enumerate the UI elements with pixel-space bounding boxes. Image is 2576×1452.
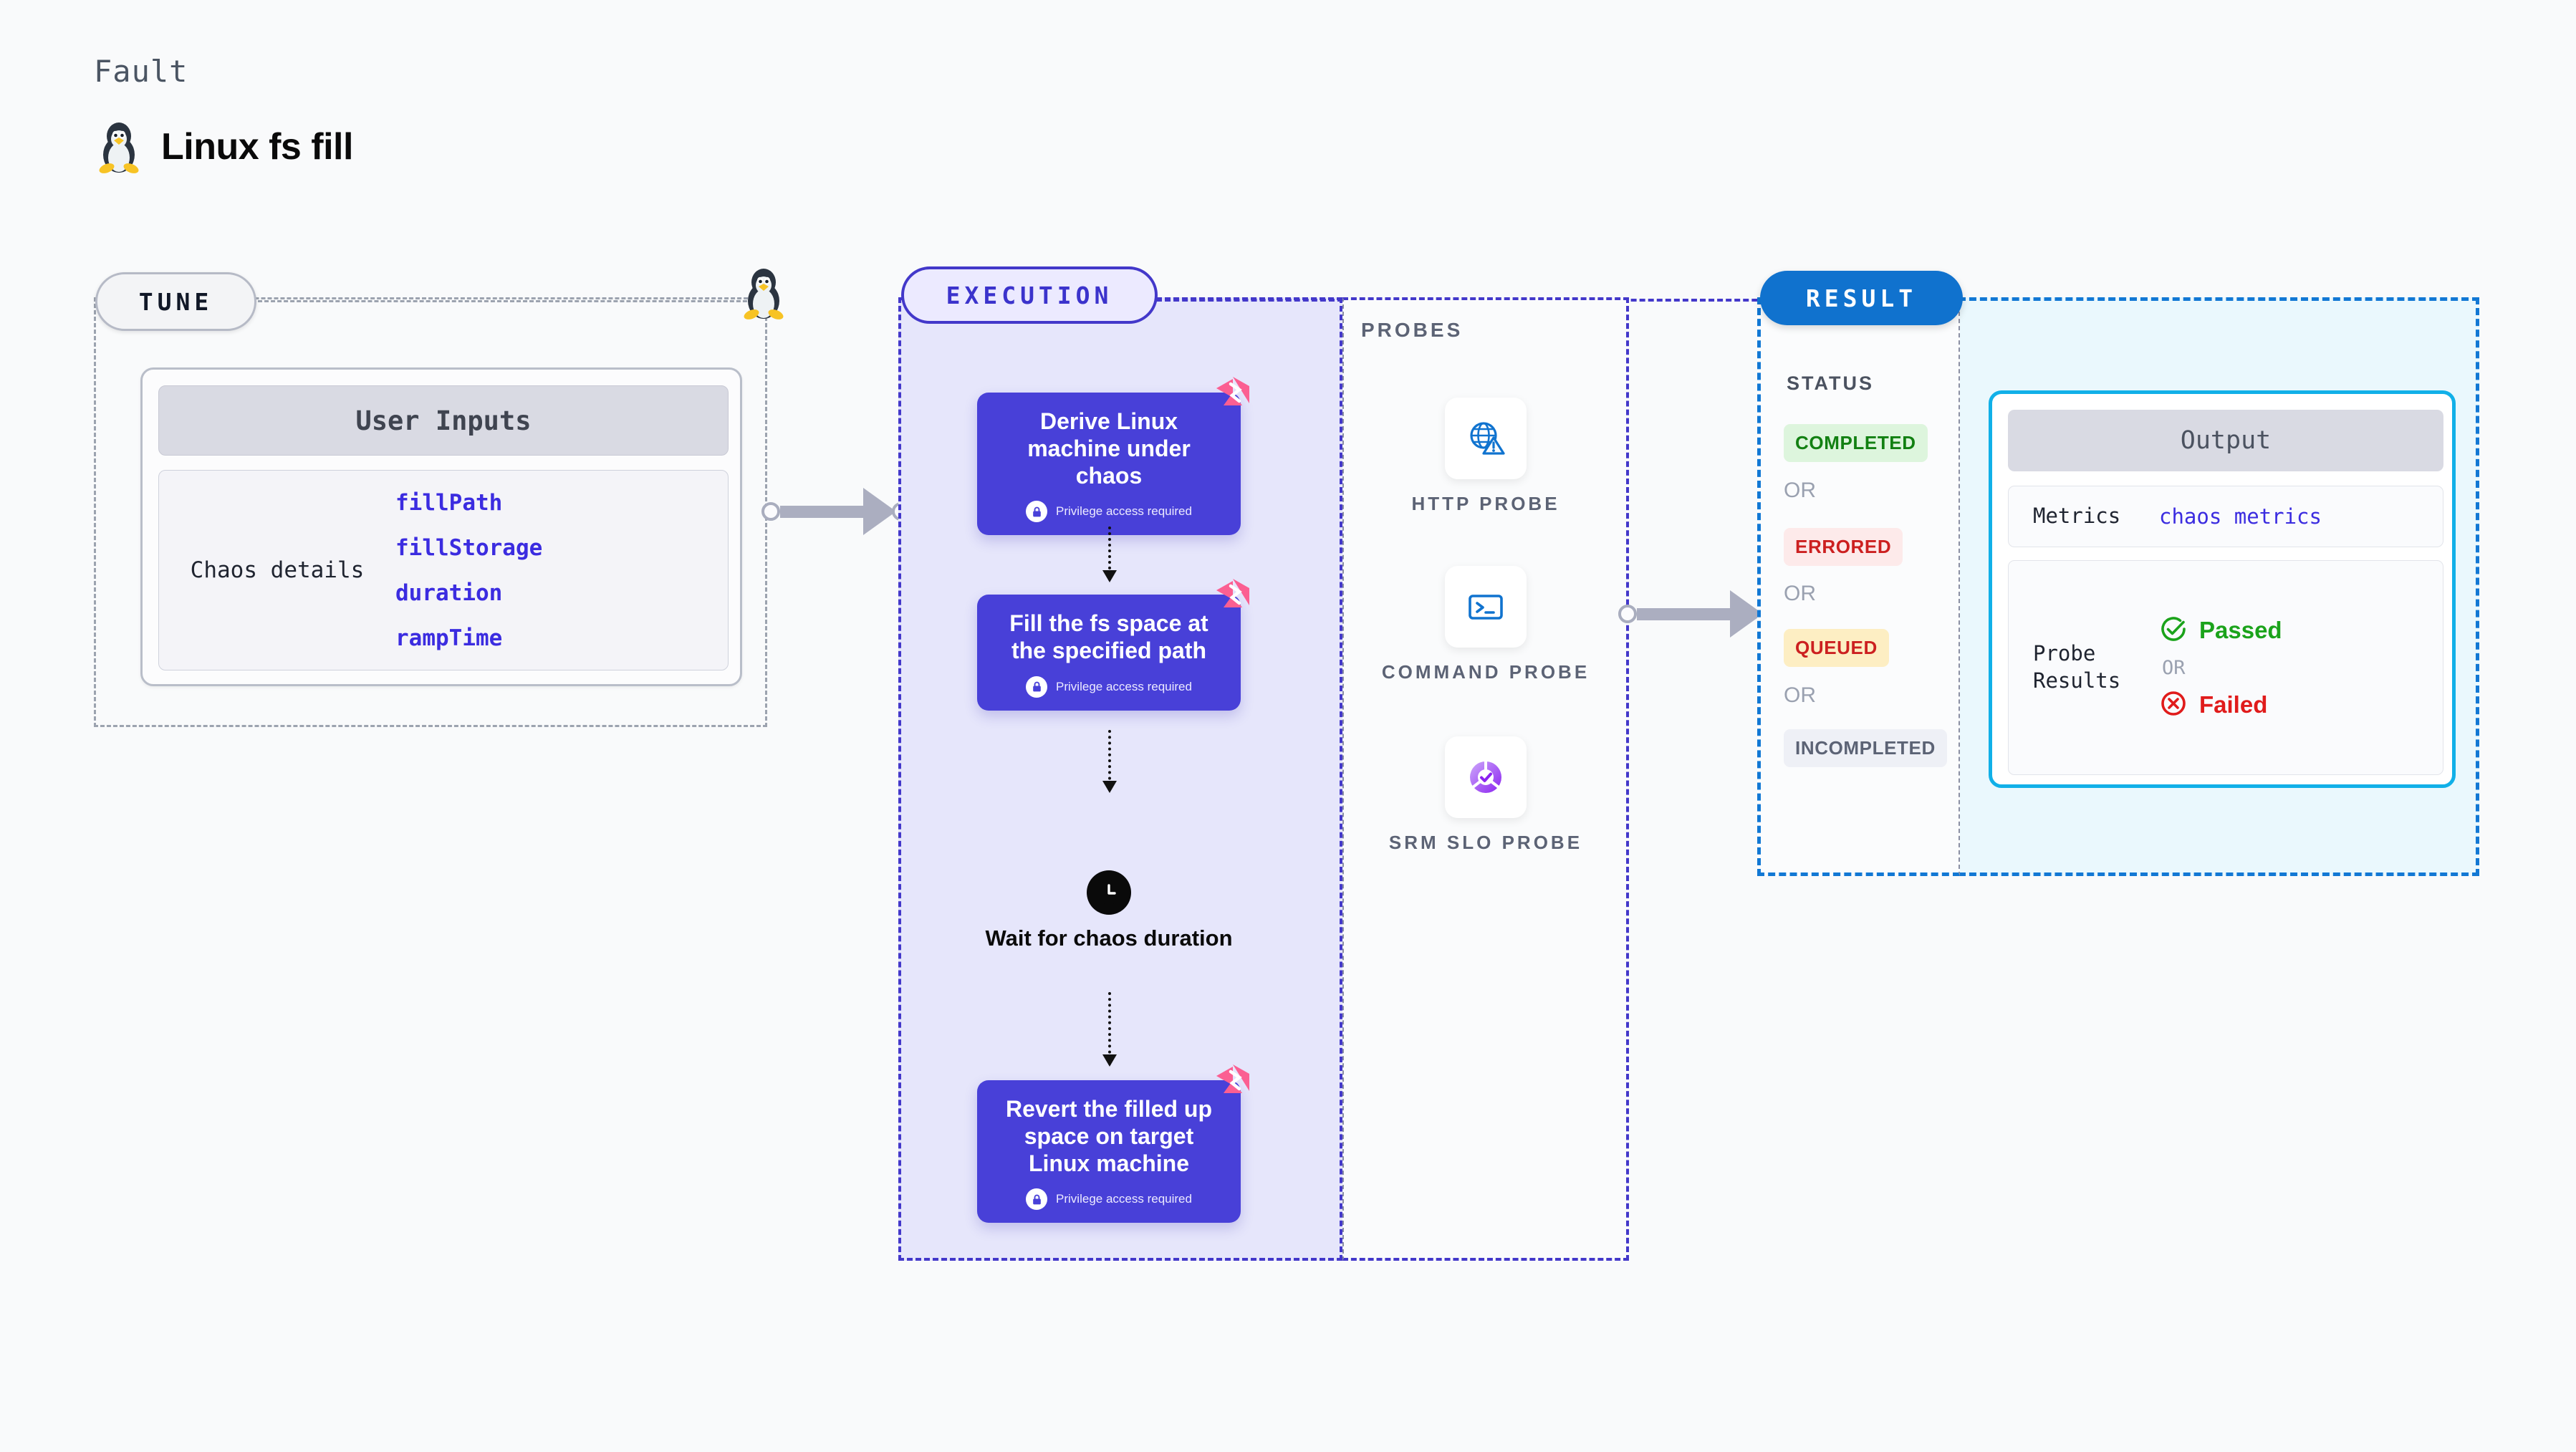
linux-tux-icon [741, 266, 787, 323]
lock-icon [1026, 1188, 1048, 1211]
litmus-logo-icon [1213, 1062, 1252, 1104]
execution-badge[interactable]: EXECUTION [901, 266, 1158, 324]
connector-line [780, 505, 863, 518]
user-inputs-title: User Inputs [158, 385, 729, 456]
slo-donut-check-icon [1445, 736, 1527, 818]
check-circle-icon [2159, 615, 2188, 647]
litmus-logo-icon [1213, 576, 1252, 618]
result-status-region [1757, 297, 1960, 876]
output-card: Output Metrics chaos metrics Probe Resul… [1989, 390, 2456, 788]
probe-result-passed-label: Passed [2199, 617, 2282, 643]
chaos-param-list: fillPath fillStorage duration rampTime [395, 490, 542, 651]
lock-icon [1026, 675, 1048, 698]
chaos-details-label: Chaos details [190, 557, 365, 583]
status-badge-incompleted: INCOMPLETED [1784, 729, 1947, 767]
privilege-note: Privilege access required [991, 501, 1226, 523]
page-title-row: Linux fs fill [97, 120, 353, 173]
probe-label: HTTP PROBE [1411, 493, 1560, 514]
page-kicker: Fault [94, 54, 188, 89]
status-or-label: OR [1784, 683, 1816, 707]
probe-label: SRM SLO PROBE [1388, 832, 1583, 853]
output-probe-results-row: Probe Results Passed OR [2008, 560, 2443, 775]
probe-results-key: Probe Results [2033, 641, 2121, 693]
param-fillpath[interactable]: fillPath [395, 489, 503, 516]
param-duration[interactable]: duration [395, 580, 503, 606]
connector-arrowhead [863, 488, 896, 535]
probe-result-passed: Passed [2159, 615, 2282, 647]
wait-node-label: Wait for chaos duration [985, 925, 1233, 951]
probe-command[interactable]: COMMAND PROBE [1342, 566, 1629, 684]
wait-node: Wait for chaos duration [977, 870, 1241, 951]
connector-dot-left [761, 502, 780, 521]
connector-dot-left [1618, 605, 1637, 623]
privilege-note-text: Privilege access required [1056, 504, 1192, 519]
status-title: STATUS [1787, 372, 1874, 394]
user-inputs-card: User Inputs Chaos details fillPath fillS… [140, 367, 742, 686]
probe-result-failed: Failed [2159, 689, 2282, 721]
probe-label: COMMAND PROBE [1381, 661, 1590, 683]
x-circle-icon [2159, 689, 2188, 721]
probe-result-failed-label: Failed [2199, 691, 2268, 718]
probe-http[interactable]: HTTP PROBE [1342, 398, 1629, 516]
status-or-label: OR [1784, 479, 1816, 502]
tune-top-dash [258, 300, 766, 302]
privilege-note: Privilege access required [991, 675, 1226, 698]
tune-badge[interactable]: TUNE [95, 272, 256, 331]
result-badge[interactable]: RESULT [1760, 271, 1963, 325]
litmus-logo-icon [1213, 374, 1252, 416]
probe-srm-slo[interactable]: SRM SLO PROBE [1342, 736, 1629, 855]
flow-arrow [1102, 527, 1117, 582]
status-badge-queued: QUEUED [1784, 629, 1889, 667]
status-badge-completed: COMPLETED [1784, 424, 1928, 462]
metrics-key: Metrics [2033, 504, 2121, 529]
flow-arrow [1102, 730, 1117, 793]
execution-step-card[interactable]: Fill the fs space at the specified path … [977, 579, 1249, 711]
lock-icon [1026, 501, 1048, 523]
execution-step-card[interactable]: Revert the filled up space on target Lin… [977, 1064, 1249, 1223]
privilege-note-text: Privilege access required [1056, 679, 1192, 693]
param-ramptime[interactable]: rampTime [395, 625, 503, 651]
output-metrics-row: Metrics chaos metrics [2008, 486, 2443, 547]
connector-probes-to-result [1618, 590, 1777, 638]
terminal-icon [1445, 566, 1527, 648]
connector-tune-to-execution [761, 488, 910, 535]
probe-results-values: Passed OR Failed [2159, 615, 2282, 721]
probe-result-or-label: OR [2162, 656, 2186, 679]
metrics-value[interactable]: chaos metrics [2159, 504, 2322, 529]
privilege-note: Privilege access required [991, 1188, 1226, 1211]
step-title: Revert the filled up space on target Lin… [1005, 1096, 1213, 1176]
status-or-label: OR [1784, 582, 1816, 605]
output-title: Output [2008, 410, 2443, 471]
probes-title: PROBES [1361, 319, 1464, 341]
page-title: Linux fs fill [161, 126, 353, 168]
clock-icon [1087, 870, 1131, 915]
step-title: Derive Linux machine under chaos [1027, 408, 1191, 489]
step-title: Fill the fs space at the specified path [1009, 610, 1208, 663]
globe-alert-icon [1445, 398, 1527, 479]
param-fillstorage[interactable]: fillStorage [395, 534, 543, 561]
execution-step-card[interactable]: Derive Linux machine under chaos Privile… [977, 377, 1249, 536]
linux-tux-icon [97, 120, 141, 173]
chaos-details-row: Chaos details fillPath fillStorage durat… [158, 470, 729, 670]
connector-line [1637, 607, 1730, 620]
status-badge-errored: ERRORED [1784, 528, 1903, 566]
flow-arrow [1102, 992, 1117, 1067]
privilege-note-text: Privilege access required [1056, 1192, 1192, 1206]
